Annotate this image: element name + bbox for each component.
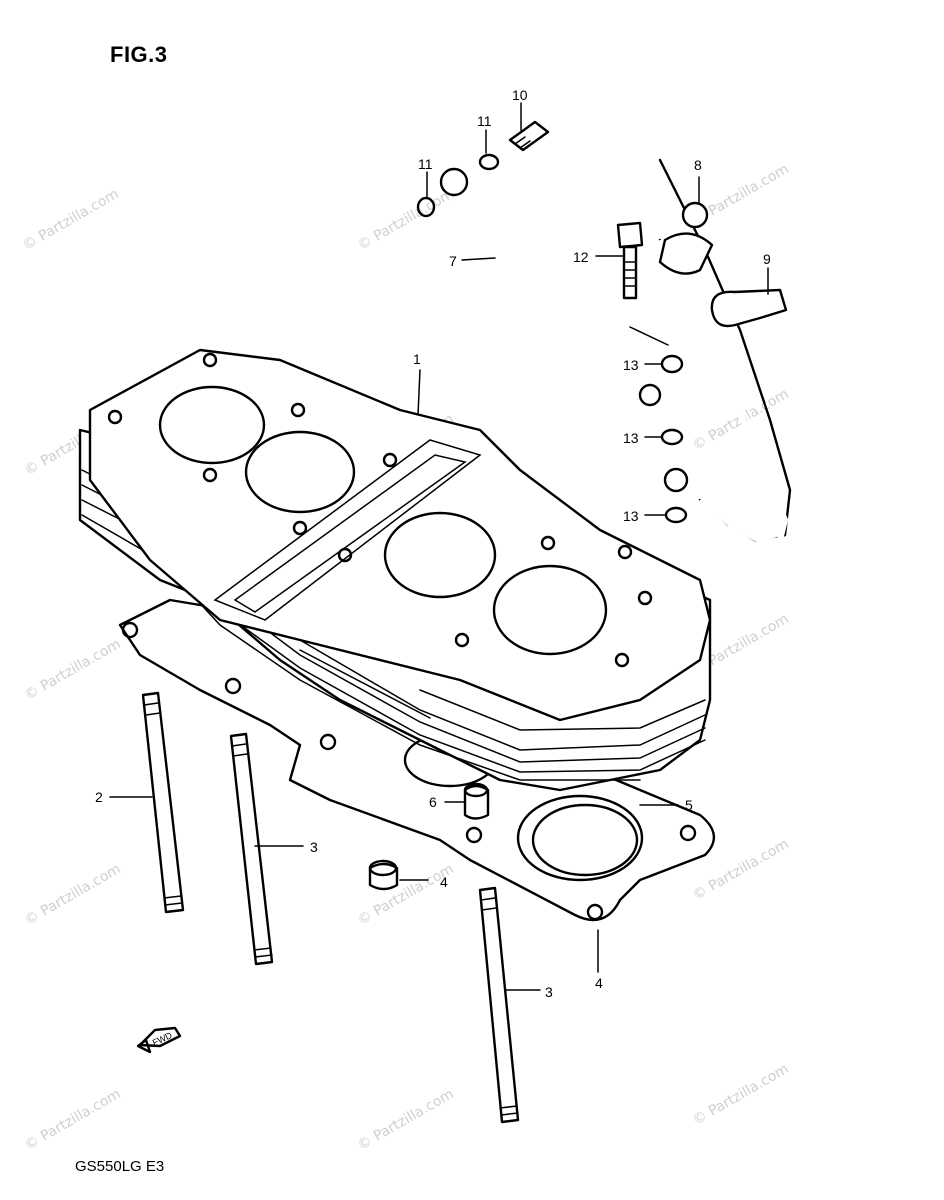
cylinder-block[interactable] xyxy=(78,348,712,792)
label-part-11: 11 xyxy=(477,113,492,129)
stud-bolt-2[interactable] xyxy=(141,691,185,914)
o-ring[interactable] xyxy=(531,803,639,877)
oil-hose[interactable] xyxy=(439,158,792,549)
label-part-4: 4 xyxy=(440,874,448,890)
washer-13-a[interactable] xyxy=(660,354,684,374)
label-part-11: 11 xyxy=(418,156,433,172)
label-part-13: 13 xyxy=(623,430,639,446)
label-part-7: 7 xyxy=(449,253,457,269)
model-code: GS550LG E3 xyxy=(75,1158,165,1175)
label-part-4: 4 xyxy=(595,975,603,991)
figure-title: FIG.3 xyxy=(110,42,168,67)
label-part-6: 6 xyxy=(429,794,437,810)
label-part-9: 9 xyxy=(763,251,771,267)
washer-11-lower[interactable] xyxy=(416,196,436,218)
washer-11-upper[interactable] xyxy=(478,153,500,171)
label-part-13: 13 xyxy=(623,508,639,524)
label-part-5: 5 xyxy=(685,797,693,813)
forward-arrow-icon xyxy=(136,1026,182,1054)
cylinder-base-gasket[interactable] xyxy=(118,598,715,922)
label-part-2: 2 xyxy=(95,789,103,805)
washer-13-b[interactable] xyxy=(660,428,684,446)
label-part-13: 13 xyxy=(623,357,639,373)
leader-lines xyxy=(109,102,769,991)
stud-bolt-3-left[interactable] xyxy=(229,732,274,966)
label-part-3: 3 xyxy=(545,984,553,1000)
label-part-1: 1 xyxy=(413,351,421,367)
stud-bolt-3-right[interactable] xyxy=(478,886,520,1124)
label-part-10: 10 xyxy=(512,87,528,103)
label-part-12: 12 xyxy=(573,249,589,265)
dowel-pin-4[interactable] xyxy=(368,859,399,891)
union-bolt-8[interactable] xyxy=(658,201,714,275)
label-part-8: 8 xyxy=(694,157,702,173)
bolt-12[interactable] xyxy=(616,221,644,300)
clamp-9[interactable] xyxy=(710,288,788,328)
union-bolt-10[interactable] xyxy=(508,120,550,152)
washer-13-c[interactable] xyxy=(664,506,688,524)
label-part-3: 3 xyxy=(310,839,318,855)
dowel-pin-6[interactable] xyxy=(463,782,490,820)
